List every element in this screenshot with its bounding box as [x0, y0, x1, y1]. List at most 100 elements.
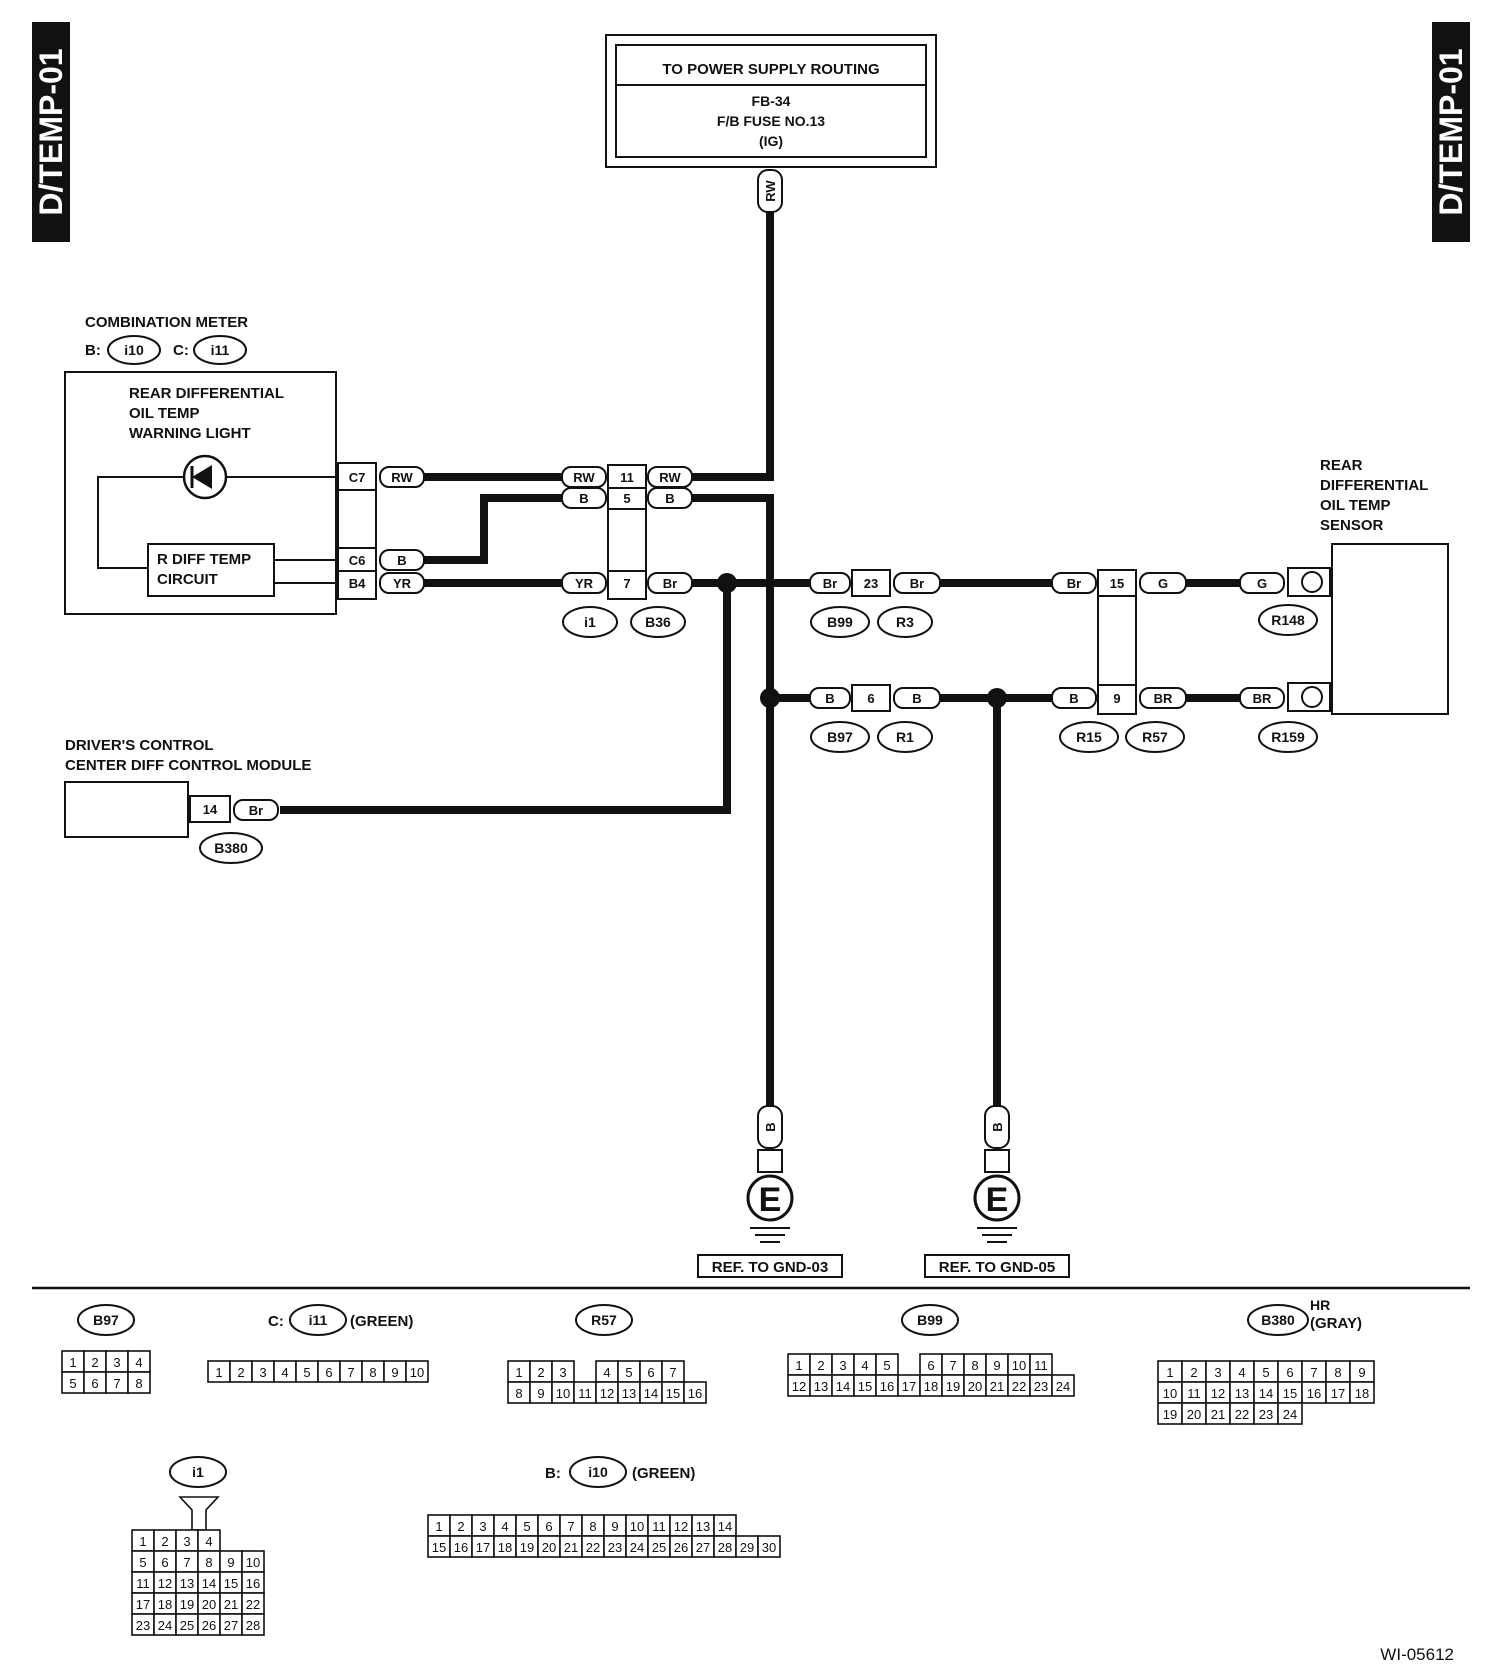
connector-pin-number: 11 — [136, 1576, 150, 1591]
connector-pin-number: 21 — [1211, 1407, 1225, 1422]
connector-pin-number: 1 — [795, 1358, 802, 1373]
connector-pin-number: 23 — [1259, 1407, 1273, 1422]
connector-pin-number: 23 — [608, 1540, 622, 1555]
connector-pin-number: 8 — [135, 1376, 142, 1391]
right-side-tab-label: D/TEMP-01 — [1433, 48, 1469, 215]
connector-pin-number: 9 — [993, 1358, 1000, 1373]
r57-right-wire-g: G — [1158, 576, 1168, 591]
connector-pin-number: 11 — [578, 1386, 592, 1401]
connector-pin-number: 12 — [674, 1519, 688, 1534]
connector-pin-number: 18 — [924, 1379, 938, 1394]
connector-pin-number: 20 — [968, 1379, 982, 1394]
connector-r15-label: R15 — [1076, 729, 1102, 745]
connector-b36-label: B36 — [645, 614, 671, 630]
ground-05-symbol: E — [986, 1181, 1009, 1219]
i11-view-label: i11 — [309, 1312, 328, 1328]
r15-left-wire-b: B — [1069, 691, 1078, 706]
connector-pin-number: 10 — [556, 1386, 570, 1401]
sensor-line1: REAR — [1320, 457, 1363, 474]
connector-pin-number: 1 — [1166, 1365, 1173, 1380]
left-side-tab-label: D/TEMP-01 — [33, 48, 69, 215]
connector-pin-number: 8 — [589, 1519, 596, 1534]
connector-pin-number: 27 — [696, 1540, 710, 1555]
i1-view-label: i1 — [192, 1464, 204, 1480]
sensor-wire-br: BR — [1253, 691, 1272, 706]
oil-temp-sensor: REAR DIFFERENTIAL OIL TEMP SENSOR G BR R… — [1239, 457, 1449, 753]
connector-pin-number: 15 — [858, 1379, 872, 1394]
connector-pin-number: 16 — [246, 1576, 260, 1591]
connector-pin-number: 18 — [158, 1597, 172, 1612]
connector-pin-number: 9 — [537, 1386, 544, 1401]
ground-05-wire: B — [990, 1122, 1005, 1131]
connector-pin-number: 15 — [432, 1540, 446, 1555]
connector-pin-number: 24 — [158, 1618, 172, 1633]
connector-pin-number: 11 — [1187, 1386, 1201, 1401]
connector-pin-number: 15 — [1283, 1386, 1297, 1401]
connector-pin-number: 2 — [91, 1355, 98, 1370]
connector-pin-cell — [757, 1535, 781, 1558]
connector-pin-number: 28 — [718, 1540, 732, 1555]
connector-pin-number: 6 — [91, 1376, 98, 1391]
connector-pin-number: 2 — [161, 1534, 168, 1549]
warning-line2: OIL TEMP — [129, 405, 200, 422]
connector-pin-number: 16 — [1307, 1386, 1321, 1401]
connector-pin-number: 11 — [652, 1519, 666, 1534]
connector-pin-number: 22 — [586, 1540, 600, 1555]
connector-pin-number: 15 — [666, 1386, 680, 1401]
sensor-line2: DIFFERENTIAL — [1320, 477, 1428, 494]
connector-pin-number: 1 — [215, 1365, 222, 1380]
connector-pin-number: 12 — [158, 1576, 172, 1591]
meter-wire-b: B — [397, 553, 406, 568]
connector-pin-number: 7 — [347, 1365, 354, 1380]
splice-b-left — [760, 688, 780, 708]
power-supply-title: TO POWER SUPPLY ROUTING — [662, 61, 879, 78]
connector-pin-number: 6 — [161, 1555, 168, 1570]
connector-pin-cell — [1349, 1381, 1375, 1404]
power-supply-line2: F/B FUSE NO.13 — [717, 113, 825, 129]
connector-pin-number: 3 — [839, 1358, 846, 1373]
connector-pin-number: 14 — [1259, 1386, 1273, 1401]
connector-pin-number: 16 — [880, 1379, 894, 1394]
power-supply-line1: FB-34 — [752, 93, 791, 109]
connector-pin-number: 26 — [674, 1540, 688, 1555]
b380-view-hr: HR — [1310, 1297, 1330, 1313]
connector-pin-number: 7 — [949, 1358, 956, 1373]
meter-b-prefix: B: — [85, 342, 101, 359]
junction-left-wire-b: B — [579, 491, 588, 506]
junction-right-wire-b: B — [665, 491, 674, 506]
drivers-control-line1: DRIVER'S CONTROL — [65, 737, 214, 754]
connector-pin-number: 8 — [369, 1365, 376, 1380]
connector-pin-number: 6 — [325, 1365, 332, 1380]
power-supply-line3: (IG) — [759, 133, 783, 149]
connector-pin-number: 9 — [1358, 1365, 1365, 1380]
connector-pin-number: 15 — [224, 1576, 238, 1591]
connector-pin-number: 10 — [630, 1519, 644, 1534]
connector-pin-number: 14 — [202, 1576, 216, 1591]
connector-r57-label: R57 — [1142, 729, 1168, 745]
ground-gnd-03: B E REF. TO GND-03 — [697, 1105, 843, 1278]
junction-pin-7: 7 — [623, 576, 630, 591]
connector-pin-number: 22 — [1012, 1379, 1026, 1394]
connector-pin-cell — [405, 1360, 429, 1383]
connector-pin-number: 3 — [559, 1365, 566, 1380]
junction-left-wire-yr: YR — [575, 576, 594, 591]
connector-pin-number: 5 — [139, 1555, 146, 1570]
connector-pin-number: 9 — [611, 1519, 618, 1534]
connector-pin-cell — [241, 1613, 265, 1636]
connector-pin-number: 2 — [817, 1358, 824, 1373]
connector-r159-label: R159 — [1271, 729, 1305, 745]
connector-pin-number: 13 — [622, 1386, 636, 1401]
ground-03-symbol: E — [759, 1181, 782, 1219]
connector-pin-number: 8 — [971, 1358, 978, 1373]
drivers-control-line2: CENTER DIFF CONTROL MODULE — [65, 757, 311, 774]
connector-pin-number: 21 — [564, 1540, 578, 1555]
connector-pin-number: 6 — [927, 1358, 934, 1373]
connector-pin-number: 7 — [669, 1365, 676, 1380]
meter-b-connector-oval — [107, 335, 161, 365]
